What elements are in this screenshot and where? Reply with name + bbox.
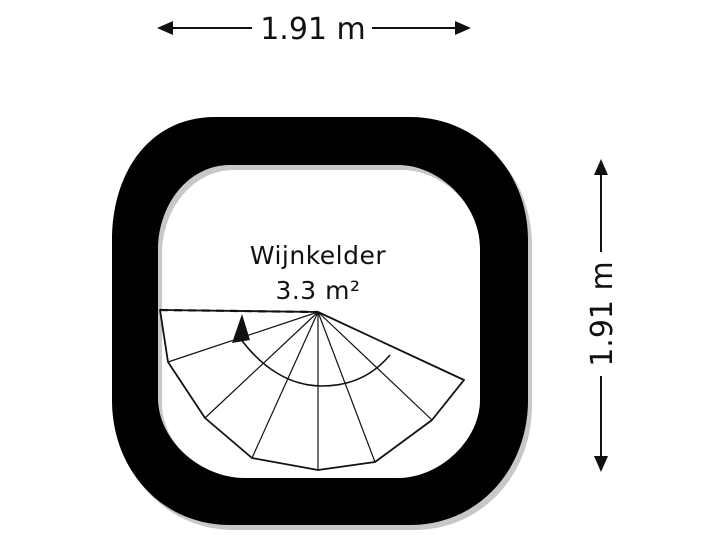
wall-ring [112, 117, 528, 525]
arrow-down-icon [594, 456, 608, 472]
arrow-up-icon [594, 159, 608, 175]
stair-tread [317, 311, 376, 463]
stair-tread [317, 311, 433, 421]
arrow-left-icon [157, 21, 173, 35]
stair-tread [204, 311, 319, 419]
height-dimension-label: 1.91 m [585, 261, 620, 367]
room-name: Wijnkelder [250, 241, 387, 270]
stair-tread [251, 311, 319, 459]
stair-outline [159, 309, 465, 471]
height-dimension: 1.91 m [585, 159, 620, 472]
width-dimension-label: 1.91 m [260, 12, 366, 47]
stair-direction-arrow-icon [232, 314, 250, 343]
spiral-stair [159, 308, 465, 471]
width-dimension: 1.91 m [157, 12, 471, 47]
room-area: 3.3 m² [275, 276, 360, 305]
arrow-right-icon [455, 21, 471, 35]
stair-walk-line [239, 337, 391, 387]
stair-dashed-edge [159, 308, 319, 314]
